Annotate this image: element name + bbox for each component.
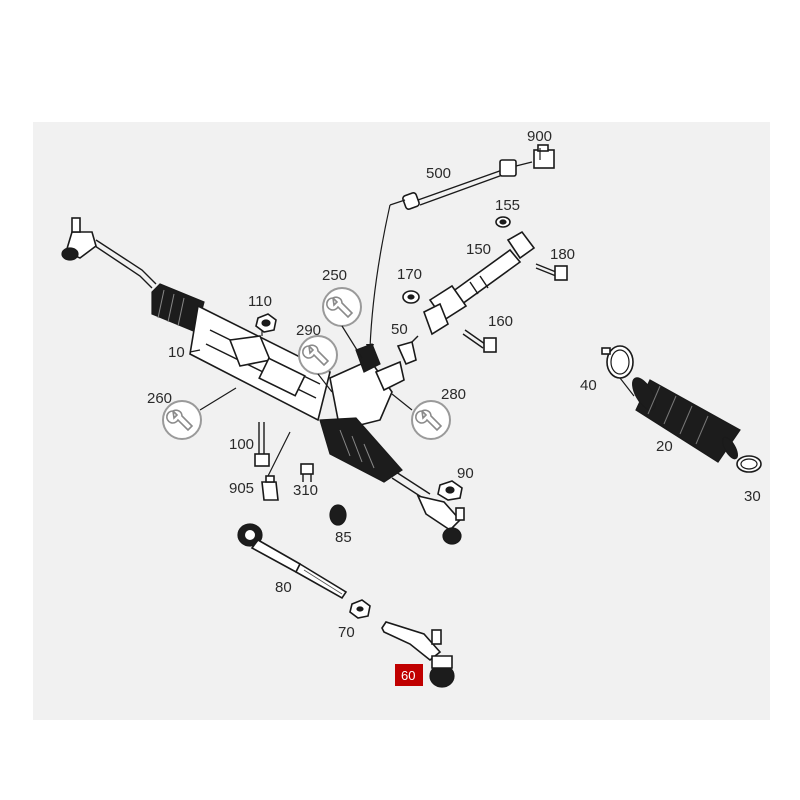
label-100: 100: [229, 436, 254, 453]
label-30: 30: [744, 488, 761, 505]
part-150-intermediate-shaft: [423, 230, 536, 336]
part-80-tie-rod: [237, 523, 348, 600]
label-180: 180: [550, 246, 575, 263]
part-310-bolt: [300, 463, 314, 482]
label-110: 110: [248, 293, 272, 310]
part-500-cable: [402, 159, 533, 210]
part-905-clip: [261, 475, 279, 501]
part-40-clamp: [601, 345, 634, 379]
part-10-steering-gear: [61, 217, 465, 545]
label-280: 280: [441, 386, 466, 403]
part-160-bolt: [462, 329, 497, 353]
leader-500: [369, 204, 391, 349]
part-180-bolt: [535, 263, 568, 281]
wrench-icon: [162, 400, 202, 440]
part-70-nut: [349, 599, 371, 619]
label-290: 290: [296, 322, 321, 339]
label-70: 70: [338, 624, 355, 641]
label-905: 905: [229, 480, 254, 497]
leader-lines: [189, 148, 635, 477]
part-90-nut: [437, 480, 463, 501]
label-310: 310: [293, 482, 318, 499]
label-150: 150: [466, 241, 491, 258]
part-155-washer: [495, 216, 511, 228]
label-80: 80: [275, 579, 292, 596]
highlighted-callout-60: 60: [395, 664, 423, 686]
label-40: 40: [580, 377, 597, 394]
part-100-bolt: [254, 422, 270, 467]
label-10: 10: [168, 344, 185, 361]
wrench-icon: [298, 335, 338, 375]
part-30-clamp: [736, 455, 762, 473]
label-170: 170: [397, 266, 422, 283]
diagram-panel: [33, 122, 770, 720]
part-20-bellows: [632, 377, 741, 463]
label-900: 900: [527, 128, 552, 145]
label-60: 60: [401, 668, 415, 683]
label-155: 155: [495, 197, 520, 214]
part-900-clip: [533, 144, 555, 169]
label-20: 20: [656, 438, 673, 455]
callout-labels: 900 500 155 150 180 170 250 110 290 160 …: [147, 128, 761, 641]
part-170-washer: [402, 290, 420, 304]
part-85-plug: [329, 504, 347, 526]
part-50-bracket: [396, 335, 419, 366]
label-160: 160: [488, 313, 513, 330]
wrench-icon: [322, 287, 362, 327]
label-260: 260: [147, 390, 172, 407]
label-90: 90: [457, 465, 474, 482]
wrench-icon: [411, 400, 451, 440]
part-60-ball-joint: [381, 621, 455, 688]
label-50: 50: [391, 321, 408, 338]
part-110-nut: [255, 313, 277, 333]
label-500: 500: [426, 165, 451, 182]
label-85: 85: [335, 529, 352, 546]
label-250: 250: [322, 267, 347, 284]
